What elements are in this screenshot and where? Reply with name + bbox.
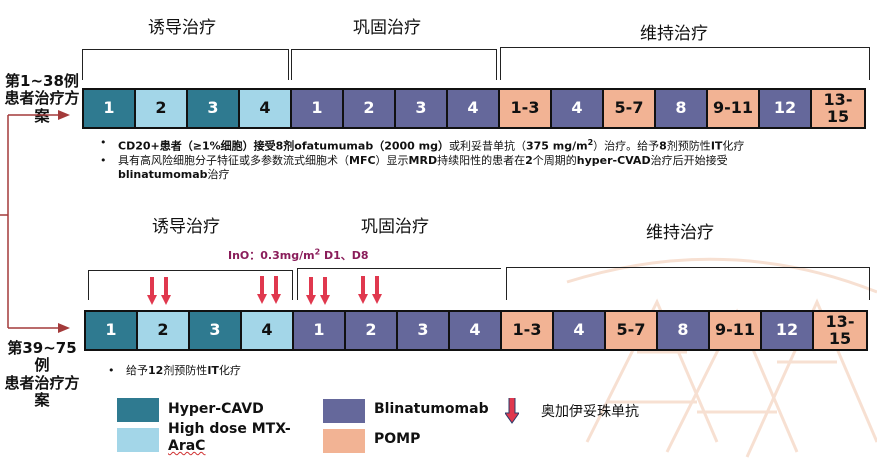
- cycle-cell-blin: 8: [656, 90, 708, 127]
- cohort1-phase-induction: 诱导治疗: [148, 18, 216, 38]
- note-text: CD20+患者（≥1%细胞）接受8剂ofatumumab（2000 mg）或利妥…: [118, 138, 745, 153]
- cohort-connector: [0, 110, 70, 333]
- cohort2-label: 第39~75例 患者治疗方案: [2, 339, 82, 409]
- legend-swatch-mtx: [117, 428, 159, 452]
- ino-dose-sup: 2: [314, 247, 321, 257]
- cohort2-note-text: 给予12剂预防性IT化疗: [126, 364, 241, 377]
- cohort1-induction-bracket: [82, 49, 289, 80]
- cycle-cell-blin: 4: [448, 90, 500, 127]
- cycle-cell-mtx: 4: [240, 90, 292, 127]
- bullet: •: [100, 153, 107, 167]
- legend-label-pomp: POMP: [374, 431, 421, 447]
- legend-label-mtx-line2: AraC: [168, 438, 206, 454]
- legend-down-arrow-icon: [505, 398, 519, 424]
- cycle-cell-blin: 1: [294, 312, 346, 349]
- cycle-cell-mtx: 2: [136, 90, 188, 127]
- cycle-cell-hyper: 3: [188, 90, 240, 127]
- cycle-cell-hyper: 3: [190, 312, 242, 349]
- note-item: • CD20+患者（≥1%细胞）接受8剂ofatumumab（2000 mg）或利…: [92, 136, 782, 154]
- arrow-head-icon: [58, 323, 70, 333]
- arrow-head-icon: [58, 110, 70, 120]
- cycle-cell-blin: 2: [346, 312, 398, 349]
- ino-dose-text: InO：0.3mg/m: [228, 249, 315, 262]
- note-item: • 具有高风险细胞分子特征或多参数流式细胞术（MFC）显示MRD持续阳性的患者在2…: [92, 154, 782, 182]
- cohort1-maintenance-bracket: [500, 47, 870, 80]
- bullet: •: [108, 364, 115, 377]
- cycle-cell-pomp: 1-3: [500, 90, 552, 127]
- cohort2-maintenance-bracket: [506, 267, 870, 300]
- cycle-cell-pomp: 9-11: [710, 312, 762, 349]
- background-watermark: [566, 257, 877, 458]
- cohort2-induction-bracket: [88, 270, 293, 300]
- cycle-cell-mtx: 2: [138, 312, 190, 349]
- cohort2-phase-maintenance: 维持治疗: [646, 223, 714, 243]
- legend-label-mtx: High dose MTX- AraC: [168, 421, 291, 455]
- legend-swatch-blinatumomab: [323, 399, 365, 423]
- cohort2-label-line2: 患者治疗方案: [4, 373, 80, 409]
- cycle-cell-blin: 3: [398, 312, 450, 349]
- cohort1-consolidation-bracket: [291, 49, 497, 80]
- ino-days-text: D1、D8: [320, 249, 369, 262]
- cohort1-phase-maintenance: 维持治疗: [640, 24, 708, 44]
- cycle-cell-hyper: 1: [84, 90, 136, 127]
- legend-label-hyper-cavd: Hyper-CAVD: [168, 401, 264, 417]
- legend-swatch-pomp: [323, 429, 365, 453]
- legend-label-blinatumomab: Blinatumomab: [374, 401, 489, 417]
- cycle-cell-pomp: 5-7: [604, 90, 656, 127]
- cohort1-phase-consolidation: 巩固治疗: [353, 18, 421, 38]
- cycle-cell-pomp: 1-3: [502, 312, 554, 349]
- bullet: •: [100, 136, 107, 149]
- cohort2-note: • 给予12剂预防性IT化疗: [100, 364, 400, 378]
- cycle-cell-blin: 3: [396, 90, 448, 127]
- cohort2-label-line1: 第39~75例: [7, 339, 77, 375]
- cohort2-phase-induction: 诱导治疗: [152, 217, 220, 237]
- cycle-cell-pomp: 9-11: [708, 90, 760, 127]
- cohort2-consolidation-bracket: [297, 268, 501, 300]
- legend-swatch-hyper-cavd: [117, 398, 159, 422]
- cycle-cell-blin: 1: [292, 90, 344, 127]
- ino-arrow-induction-2: [147, 277, 171, 305]
- cycle-cell-blin: 12: [760, 90, 812, 127]
- cycle-cell-blin: 8: [658, 312, 710, 349]
- cycle-cell-blin: 4: [554, 312, 606, 349]
- cohort2-phase-consolidation: 巩固治疗: [361, 217, 429, 237]
- legend-label-ino: 奥加伊妥珠单抗: [541, 404, 639, 420]
- legend-label-mtx-line1: High dose MTX-: [168, 421, 291, 437]
- cycle-cell-hyper: 1: [86, 312, 138, 349]
- cycle-cell-blin: 4: [552, 90, 604, 127]
- cycle-cell-pomp: 13-15: [812, 90, 864, 127]
- cohort1-notes: • CD20+患者（≥1%细胞）接受8剂ofatumumab（2000 mg）或利…: [92, 136, 782, 182]
- cohort1-label: 第1~38例患者治疗方案: [4, 72, 80, 125]
- cycle-cell-pomp: 5-7: [606, 312, 658, 349]
- cycle-cell-blin: 4: [450, 312, 502, 349]
- ino-arrow-consolidation-2: [358, 276, 382, 304]
- cycle-cell-pomp: 13-15: [814, 312, 866, 349]
- cycle-cell-blin: 2: [344, 90, 396, 127]
- note-text: 具有高风险细胞分子特征或多参数流式细胞术（MFC）显示MRD持续阳性的患者在2个…: [118, 153, 728, 181]
- ino-arrow-consolidation-1: [306, 277, 330, 305]
- cycle-cell-blin: 12: [762, 312, 814, 349]
- ino-dose-label: InO：0.3mg/m2 D1、D8: [228, 247, 369, 263]
- ino-arrow-induction-4: [257, 276, 281, 304]
- cycle-cell-mtx: 4: [242, 312, 294, 349]
